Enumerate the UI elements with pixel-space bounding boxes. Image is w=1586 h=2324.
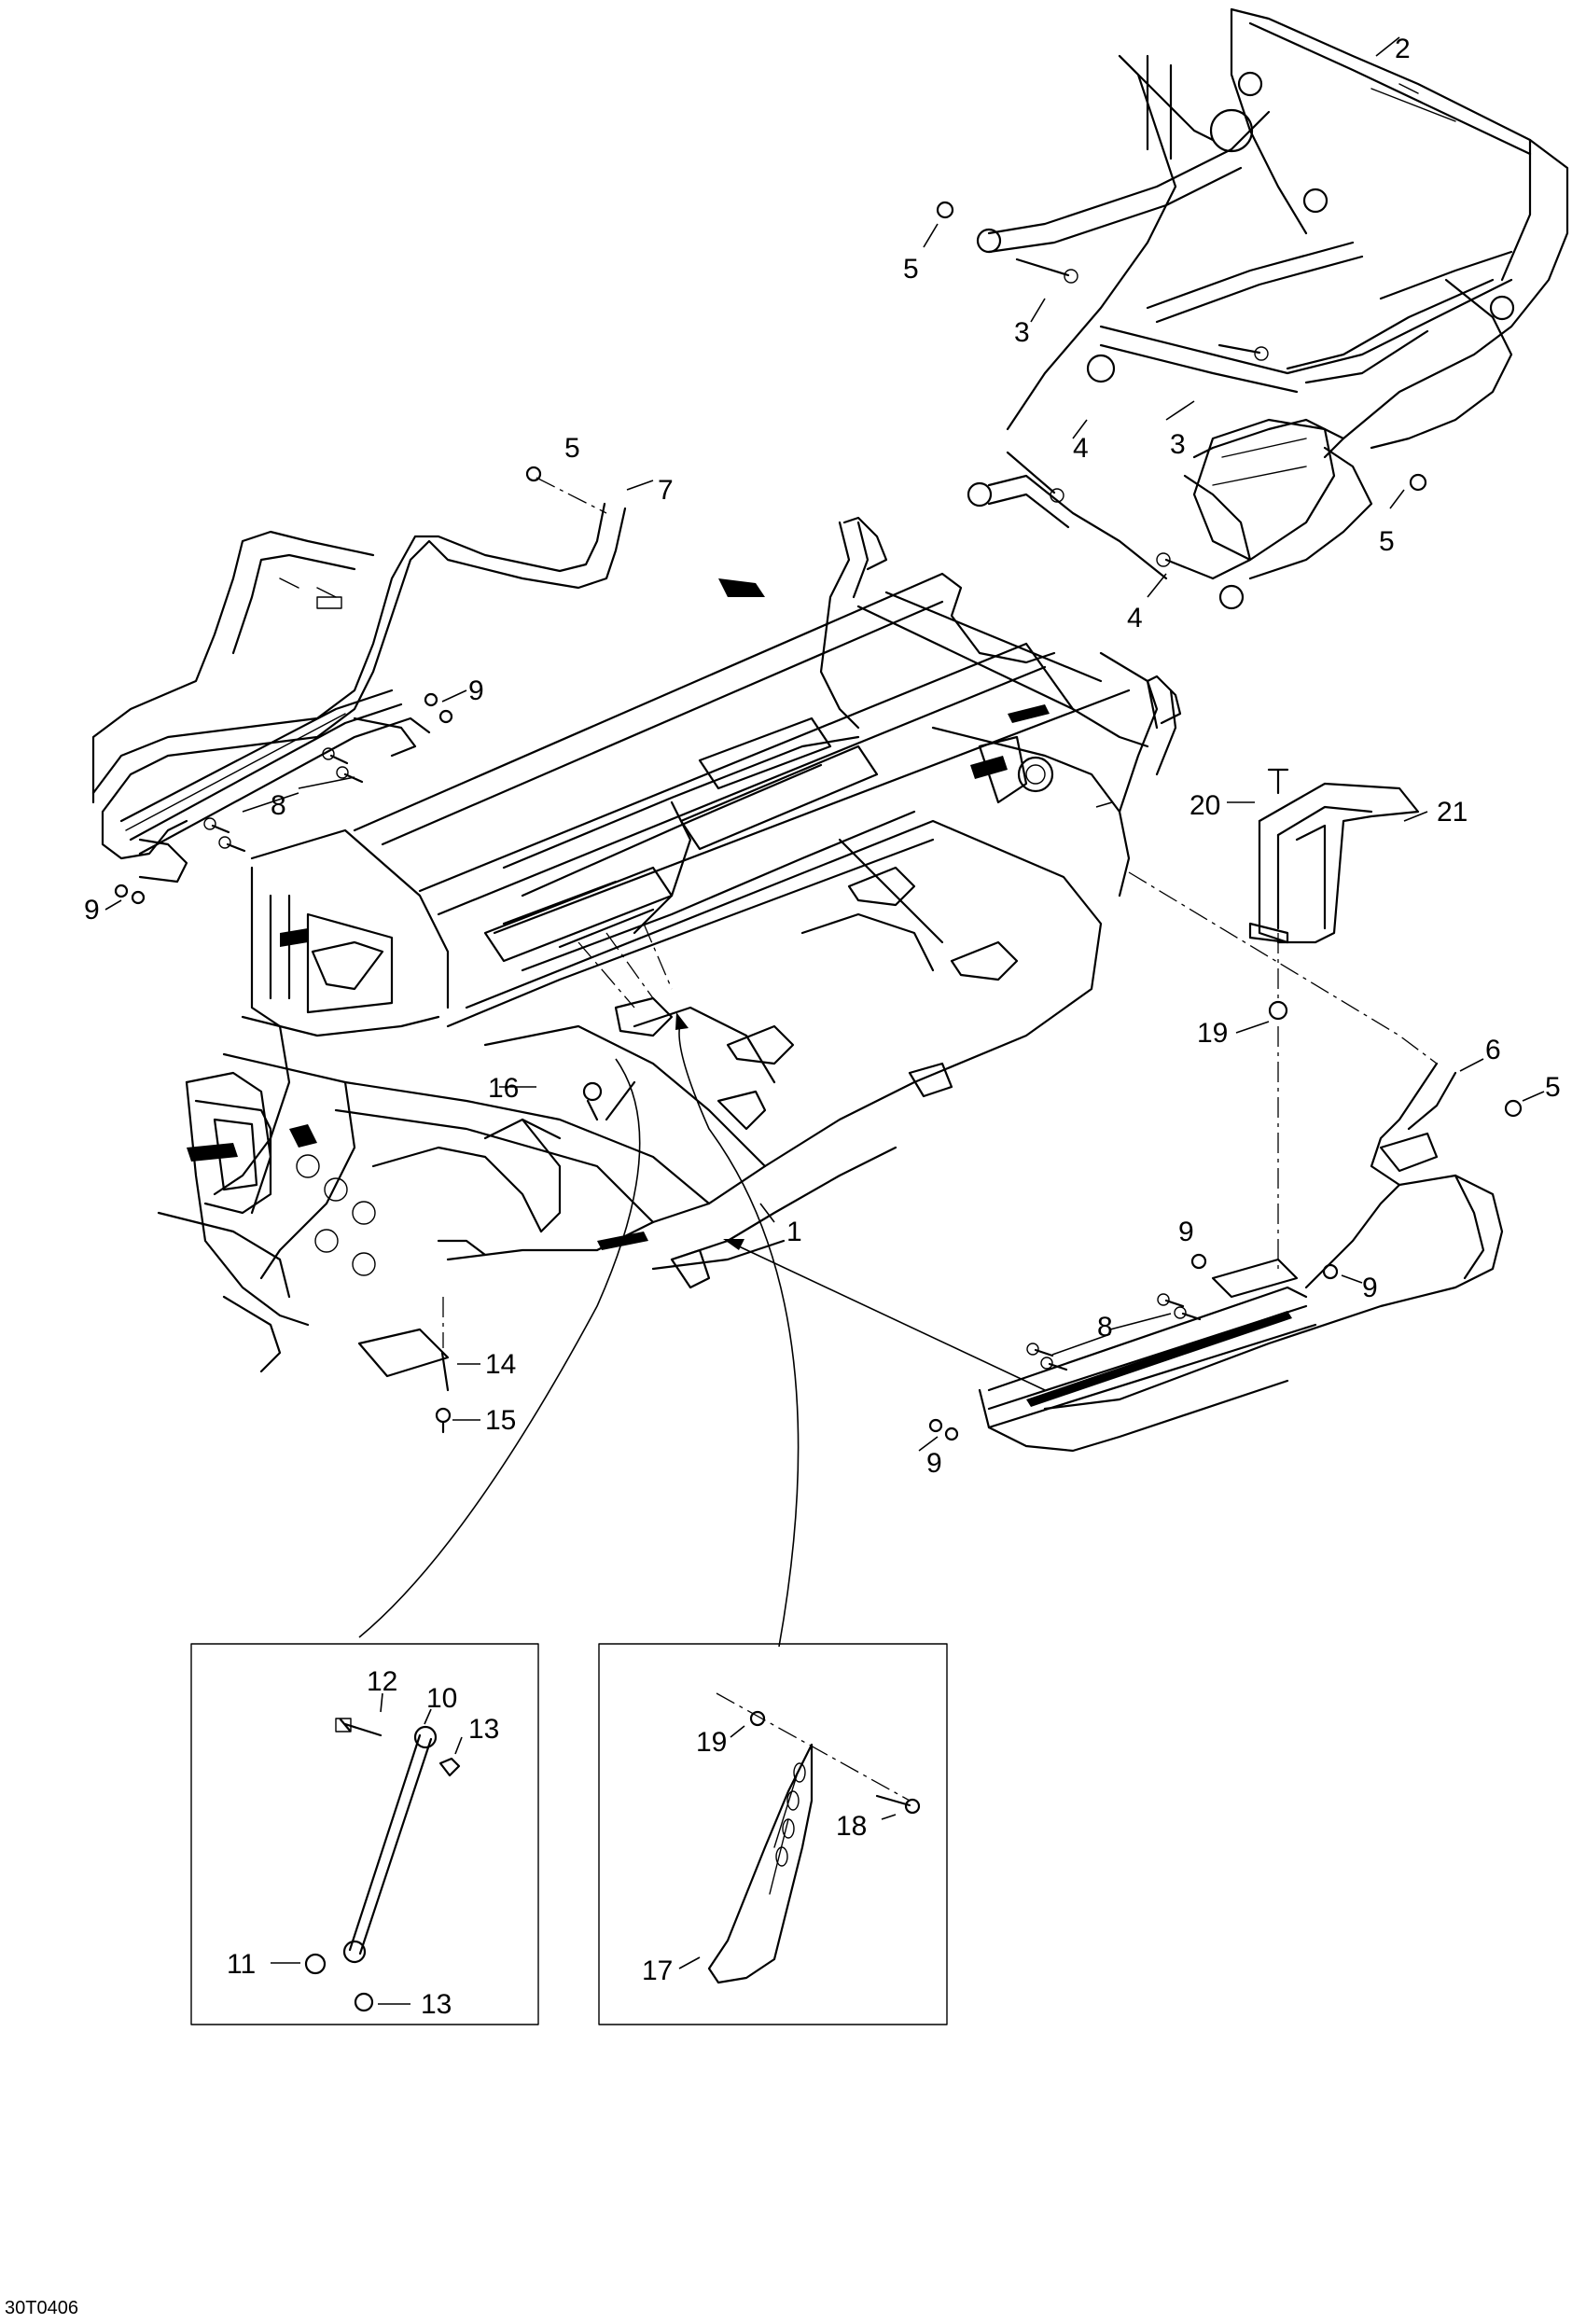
callout-9: 9 xyxy=(926,1448,942,1479)
callout-1: 1 xyxy=(786,1217,802,1247)
callout-7: 7 xyxy=(658,475,674,506)
callout-6: 6 xyxy=(1485,1035,1501,1065)
alignment-lines xyxy=(536,477,1438,1065)
callout-11: 11 xyxy=(227,1949,256,1980)
callout-3: 3 xyxy=(1014,317,1030,348)
callout-9: 9 xyxy=(1178,1217,1194,1247)
callout-12: 12 xyxy=(367,1666,397,1697)
callout-16: 16 xyxy=(488,1073,519,1104)
callout-3: 3 xyxy=(1170,429,1186,460)
support-bracket xyxy=(1248,768,1420,1269)
callouts: 2 5 3 3 4 4 5 5 7 9 8 9 20 21 19 6 5 16 xyxy=(84,34,1561,2020)
callout-8: 8 xyxy=(271,790,286,821)
callout-5: 5 xyxy=(1379,526,1395,557)
right-footrest xyxy=(978,1062,1523,1453)
callout-20: 20 xyxy=(1190,790,1220,821)
right-footrest-fasteners xyxy=(928,1253,1339,1441)
callout-17: 17 xyxy=(642,1955,673,1986)
callout-21: 21 xyxy=(1437,797,1468,828)
callout-5: 5 xyxy=(1545,1072,1561,1103)
callout-19: 19 xyxy=(1197,1018,1228,1049)
callout-10: 10 xyxy=(426,1683,457,1714)
front-bracket-parts xyxy=(357,1080,636,1434)
callout-15: 15 xyxy=(485,1405,516,1436)
detail-box-rod xyxy=(190,1643,539,2025)
rear-subframe xyxy=(967,7,1569,610)
callout-5: 5 xyxy=(903,254,919,285)
pointer-arrows xyxy=(358,1012,1046,1648)
callout-9: 9 xyxy=(1362,1273,1378,1303)
diagram-code: 30T0406 xyxy=(5,2298,78,2318)
left-footrest xyxy=(91,502,627,884)
rear-fasteners xyxy=(936,201,1427,580)
callout-8: 8 xyxy=(1097,1312,1113,1343)
left-footrest-fasteners xyxy=(114,466,542,905)
detail-box-bracket xyxy=(598,1643,948,2025)
callout-19: 19 xyxy=(696,1727,727,1758)
callout-18: 18 xyxy=(836,1811,867,1842)
callout-2: 2 xyxy=(1395,34,1411,64)
callout-5: 5 xyxy=(564,433,580,464)
callout-9: 9 xyxy=(468,675,484,706)
callout-4: 4 xyxy=(1073,433,1089,464)
callout-14: 14 xyxy=(485,1349,516,1380)
callout-4: 4 xyxy=(1127,603,1143,633)
callout-13: 13 xyxy=(468,1714,499,1745)
callout-9: 9 xyxy=(84,895,100,925)
callout-13: 13 xyxy=(421,1989,452,2020)
main-frame xyxy=(157,516,1182,1373)
